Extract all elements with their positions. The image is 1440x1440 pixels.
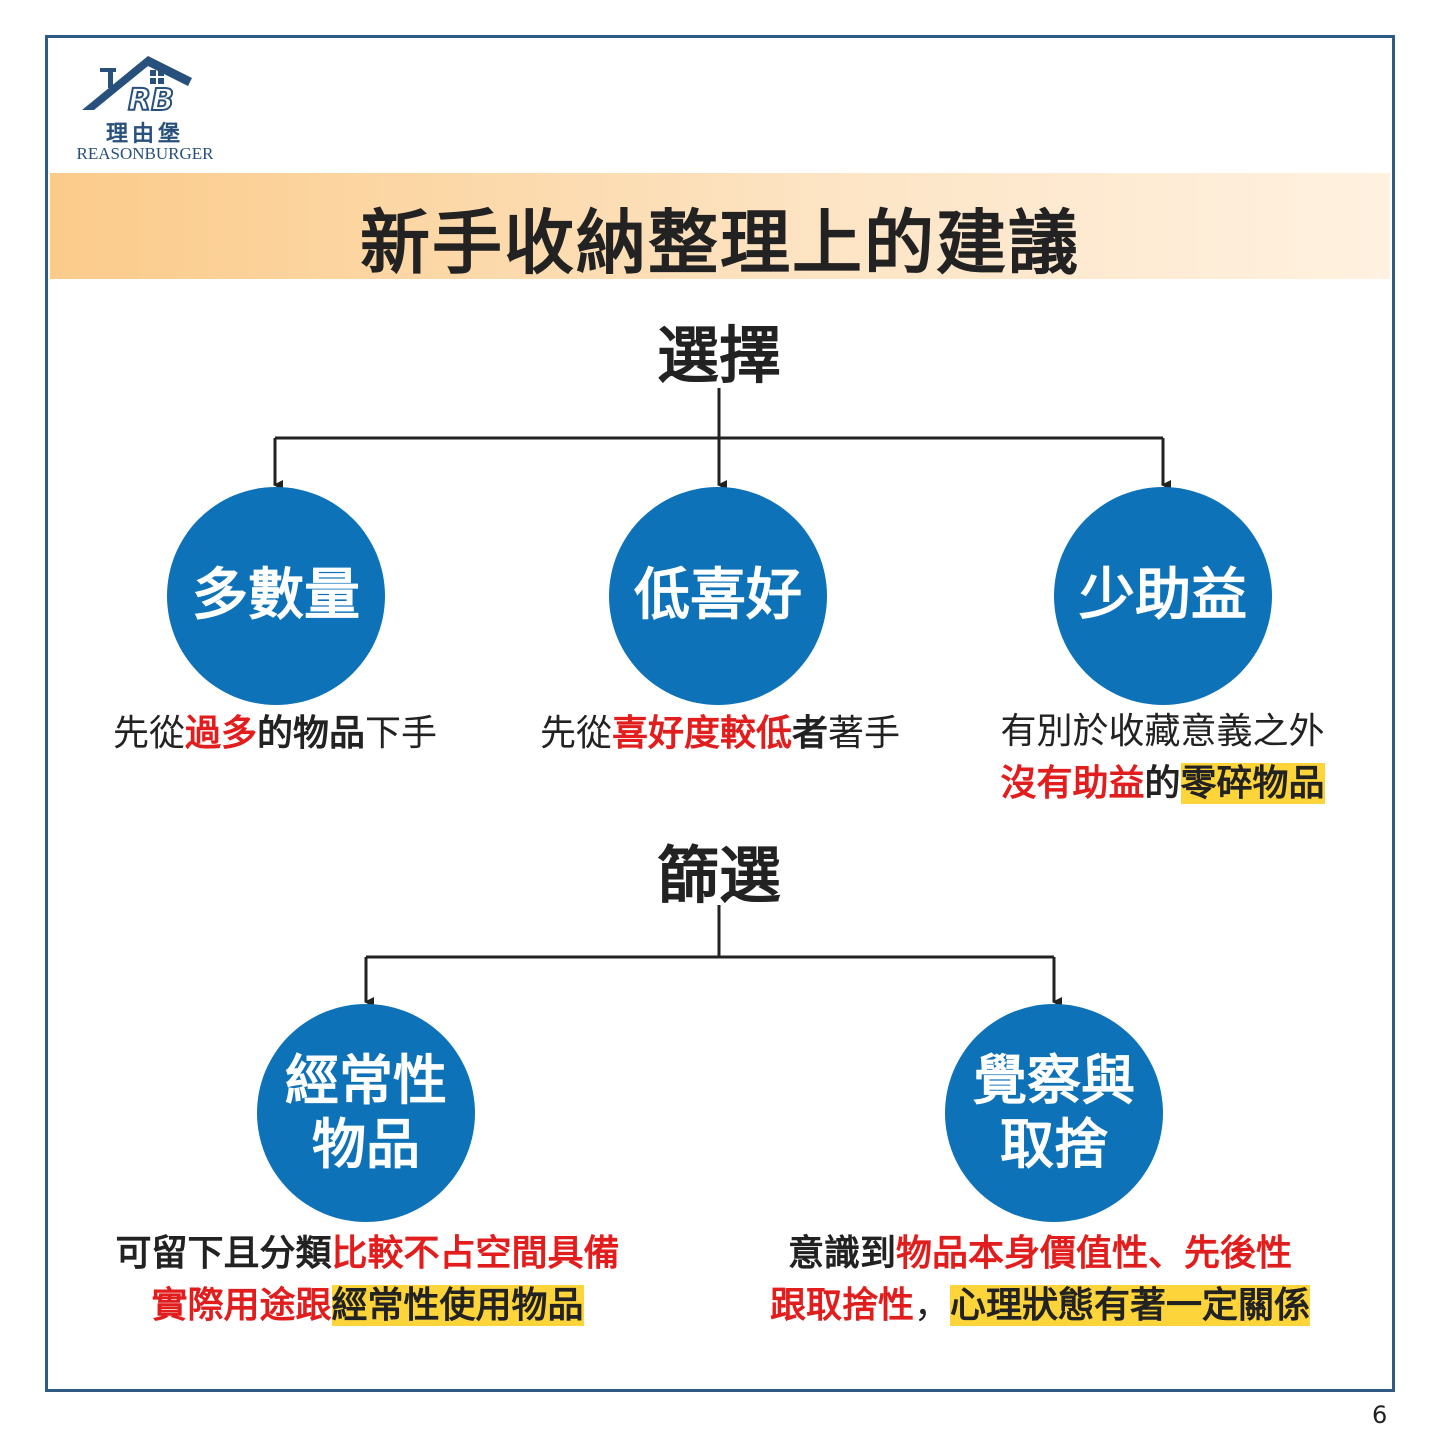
- desc-text-bold: 可留下且分類: [115, 1233, 332, 1274]
- desc-text: 著手: [828, 713, 901, 754]
- node-label: 多數量: [192, 562, 360, 628]
- section-select-label: 選擇: [656, 319, 781, 392]
- node-label: 低喜好: [634, 562, 802, 628]
- desc-awareness-choice: 意識到物品本身價值性、先後性 跟取捨性，心理狀態有著一定關係: [720, 1228, 1360, 1332]
- desc-emphasis: 物品本身價值性、先後性: [896, 1233, 1293, 1274]
- desc-line: 有別於收藏意義之外: [1000, 711, 1325, 752]
- node-label-line: 覺察與: [973, 1049, 1135, 1113]
- desc-text: 下手: [365, 713, 438, 754]
- desc-text-bold: 的: [1144, 763, 1181, 804]
- section-filter-label: 篩選: [656, 839, 781, 912]
- page-frame: [45, 35, 1395, 1392]
- desc-emphasis: 比較不占空間具備: [331, 1233, 620, 1274]
- node-many-quantity: 多數量: [167, 487, 385, 705]
- desc-emphasis: 沒有助益: [1000, 763, 1145, 804]
- node-low-preference: 低喜好: [609, 487, 827, 705]
- desc-text-bold: 者: [792, 713, 829, 754]
- node-label-line: 經常性: [285, 1049, 447, 1113]
- desc-line: 跟取捨性，心理狀態有著一定關係: [720, 1280, 1360, 1332]
- desc-text: 先從: [539, 713, 612, 754]
- desc-emphasis: 喜好度較低: [611, 713, 792, 754]
- node-frequent-items: 經常性 物品: [257, 1004, 475, 1222]
- desc-low-preference: 先從喜好度較低者著手: [505, 708, 935, 760]
- desc-line: 實際用途跟經常性使用物品: [75, 1280, 660, 1332]
- logo-name-cn: 理由堡: [105, 121, 184, 147]
- desc-frequent-items: 可留下且分類比較不占空間具備 實際用途跟經常性使用物品: [75, 1228, 660, 1332]
- desc-emphasis: 跟取捨性: [769, 1285, 914, 1326]
- logo: RB 理由堡 REASONBURGER: [70, 50, 220, 165]
- desc-little-benefit: 有別於收藏意義之外 沒有助益的零碎物品: [965, 706, 1360, 810]
- node-label-line: 物品: [312, 1113, 420, 1176]
- node-label-line: 取捨: [1000, 1113, 1108, 1176]
- node-little-benefit: 少助益: [1054, 487, 1272, 705]
- desc-highlight: 經常性使用物品: [331, 1285, 584, 1326]
- title-band: 新手收納整理上的建議: [50, 173, 1390, 284]
- desc-highlight: 零碎物品: [1180, 763, 1325, 804]
- desc-line: 可留下且分類比較不占空間具備: [75, 1228, 660, 1280]
- page-number: 6: [1372, 1401, 1388, 1429]
- node-awareness-choice: 覺察與 取捨: [945, 1004, 1163, 1222]
- house-logo-icon: RB: [82, 56, 192, 119]
- node-label: 少助益: [1079, 562, 1247, 628]
- desc-line: 沒有助益的零碎物品: [965, 758, 1360, 810]
- desc-emphasis: 過多: [184, 713, 257, 754]
- desc-text: ，: [913, 1285, 950, 1326]
- desc-many-quantity: 先從過多的物品下手: [70, 708, 480, 760]
- desc-text-bold: 意識到: [787, 1233, 896, 1274]
- desc-highlight: 心理狀態有著一定關係: [950, 1285, 1311, 1326]
- desc-text: 先從: [112, 713, 185, 754]
- page-title: 新手收納整理上的建議: [360, 202, 1080, 284]
- desc-text-bold: 的物品: [257, 713, 366, 754]
- desc-emphasis: 實際用途跟: [151, 1285, 332, 1326]
- logo-mark: RB: [128, 83, 174, 116]
- logo-name-en: REASONBURGER: [76, 144, 214, 163]
- desc-line: 意識到物品本身價值性、先後性: [720, 1228, 1360, 1280]
